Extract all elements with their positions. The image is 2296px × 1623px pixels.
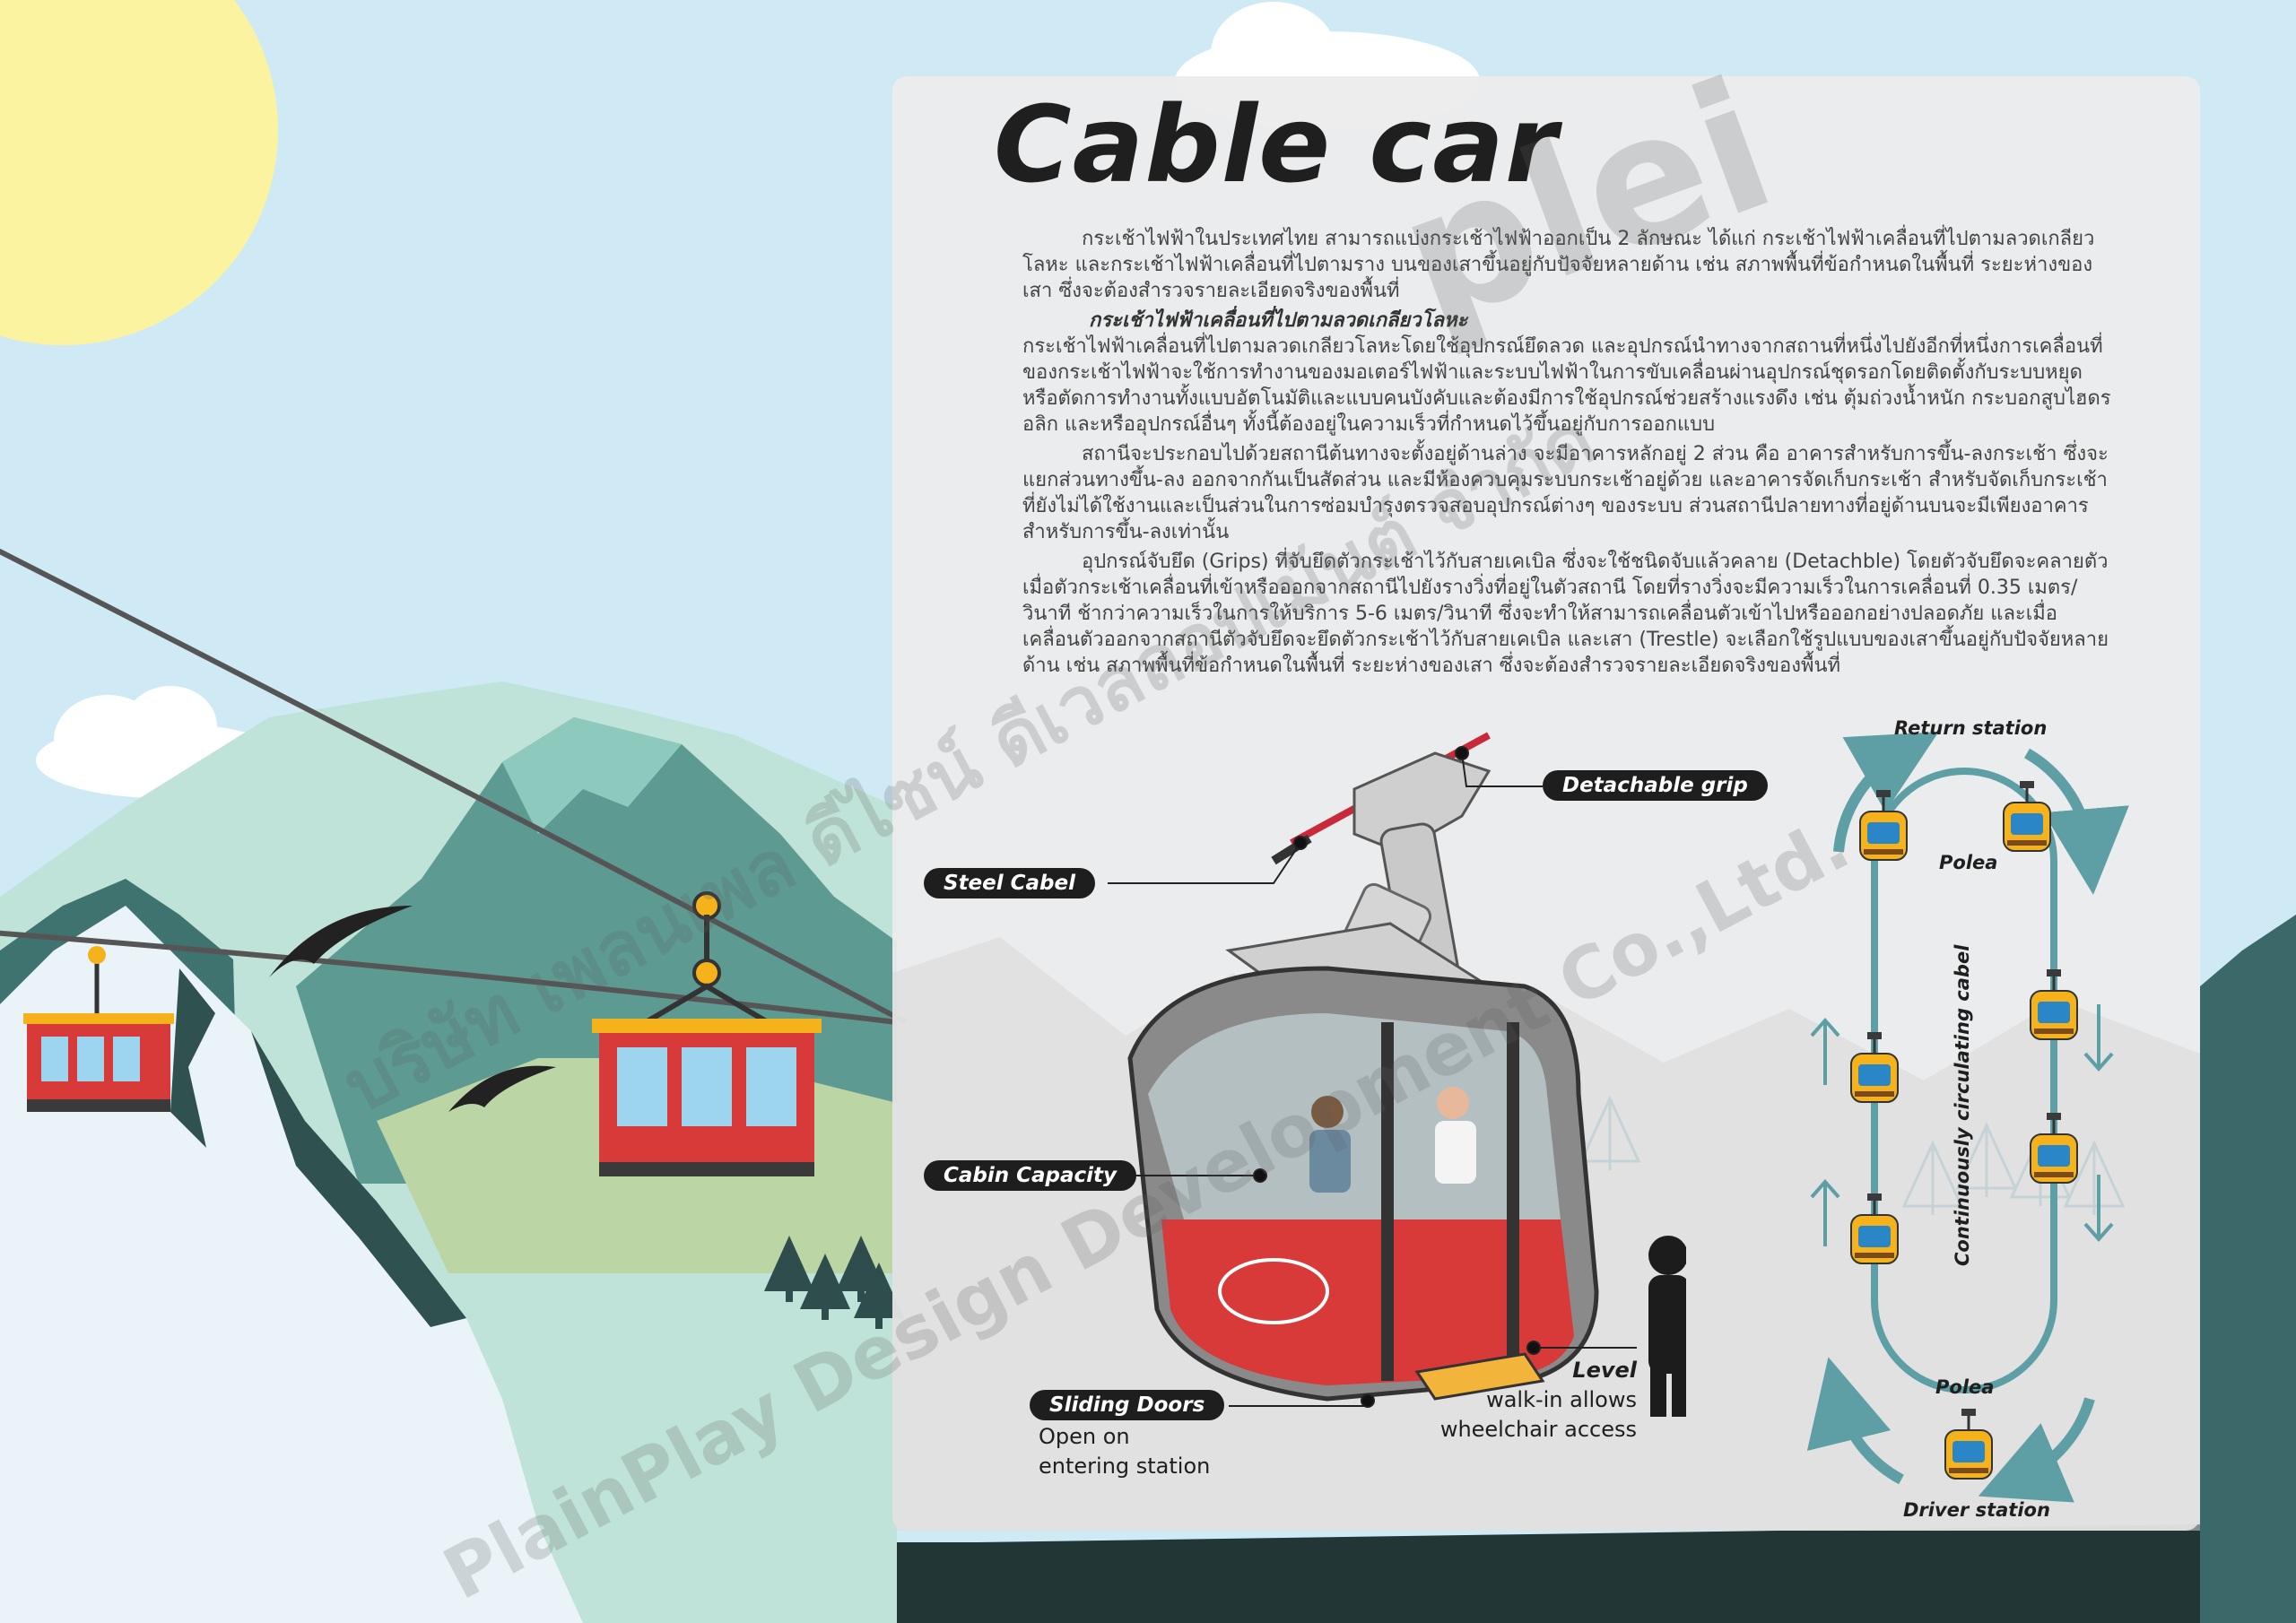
sun (0, 0, 278, 345)
sliding-doors-callout: Sliding Doors (1030, 1390, 1225, 1420)
cable-vertical-label: Continuously circulating cabel (1952, 944, 1973, 1266)
detachable-grip-callout: Detachable grip (1543, 770, 1768, 801)
pulley-bottom-label: Polea (1935, 1376, 1995, 1398)
up-arrow (1810, 1017, 1840, 1085)
level-note: Level walk-in allows wheelchair access (1439, 1358, 1637, 1442)
pulley-top-label: Polea (1939, 852, 1998, 873)
steel-cable (0, 548, 908, 1025)
cabin-capacity-callout: Cabin Capacity (924, 1160, 1137, 1191)
person-silhouette (1648, 1236, 1686, 1417)
sliding-doors-note: Open on entering station (1039, 1424, 1211, 1479)
arrow-top-right (2023, 748, 2129, 895)
grips-paragraph: อุปกรณ์จับยึด (Grips) ที่จับยึดตัวกระเช้… (1022, 551, 2109, 677)
circulation-diagram (1806, 732, 2129, 1503)
up-arrow (1810, 1178, 1840, 1246)
down-arrow (2083, 1004, 2114, 1072)
arrow-bottom-left (1806, 1357, 1904, 1485)
cabin-illustration (1127, 732, 1686, 1417)
bird (269, 906, 413, 977)
level-floor (1414, 1352, 1545, 1401)
driver-station-label: Driver station (1903, 1499, 2050, 1521)
steel-cable-callout: Steel Cabel (924, 868, 1095, 898)
arrow-top-left (1833, 732, 1939, 853)
gondola-small (23, 946, 174, 1112)
bird (448, 1065, 556, 1112)
return-station-label: Return station (1894, 717, 2048, 739)
gondola-large (592, 891, 822, 1176)
section-subheading: กระเช้าไฟฟ้าเคลื่อนที่ไปตามลวดเกลียวโลหะ (1089, 309, 1468, 332)
intro-paragraph: กระเช้าไฟฟ้าในประเทศไทย สามารถแบ่งกระเช้… (1022, 228, 2095, 302)
page-title: Cable car (994, 82, 1559, 206)
down-arrow (2083, 1175, 2114, 1243)
right-mountain (2200, 915, 2296, 1623)
arrow-bottom-right (1978, 1397, 2095, 1503)
cable-paragraph: กระเช้าไฟฟ้าเคลื่อนที่ไปตามลวดเกลียวโลหะ… (1022, 335, 2111, 436)
description-text: กระเช้าไฟฟ้าในประเทศไทย สามารถแบ่งกระเช้… (1022, 226, 2112, 682)
grip-assembly (1352, 751, 1492, 854)
dark-ground (897, 1004, 2296, 1623)
station-paragraph: สถานีจะประกอบไปด้วยสถานีต้นทางจะตั้งอยู่… (1022, 443, 2109, 543)
